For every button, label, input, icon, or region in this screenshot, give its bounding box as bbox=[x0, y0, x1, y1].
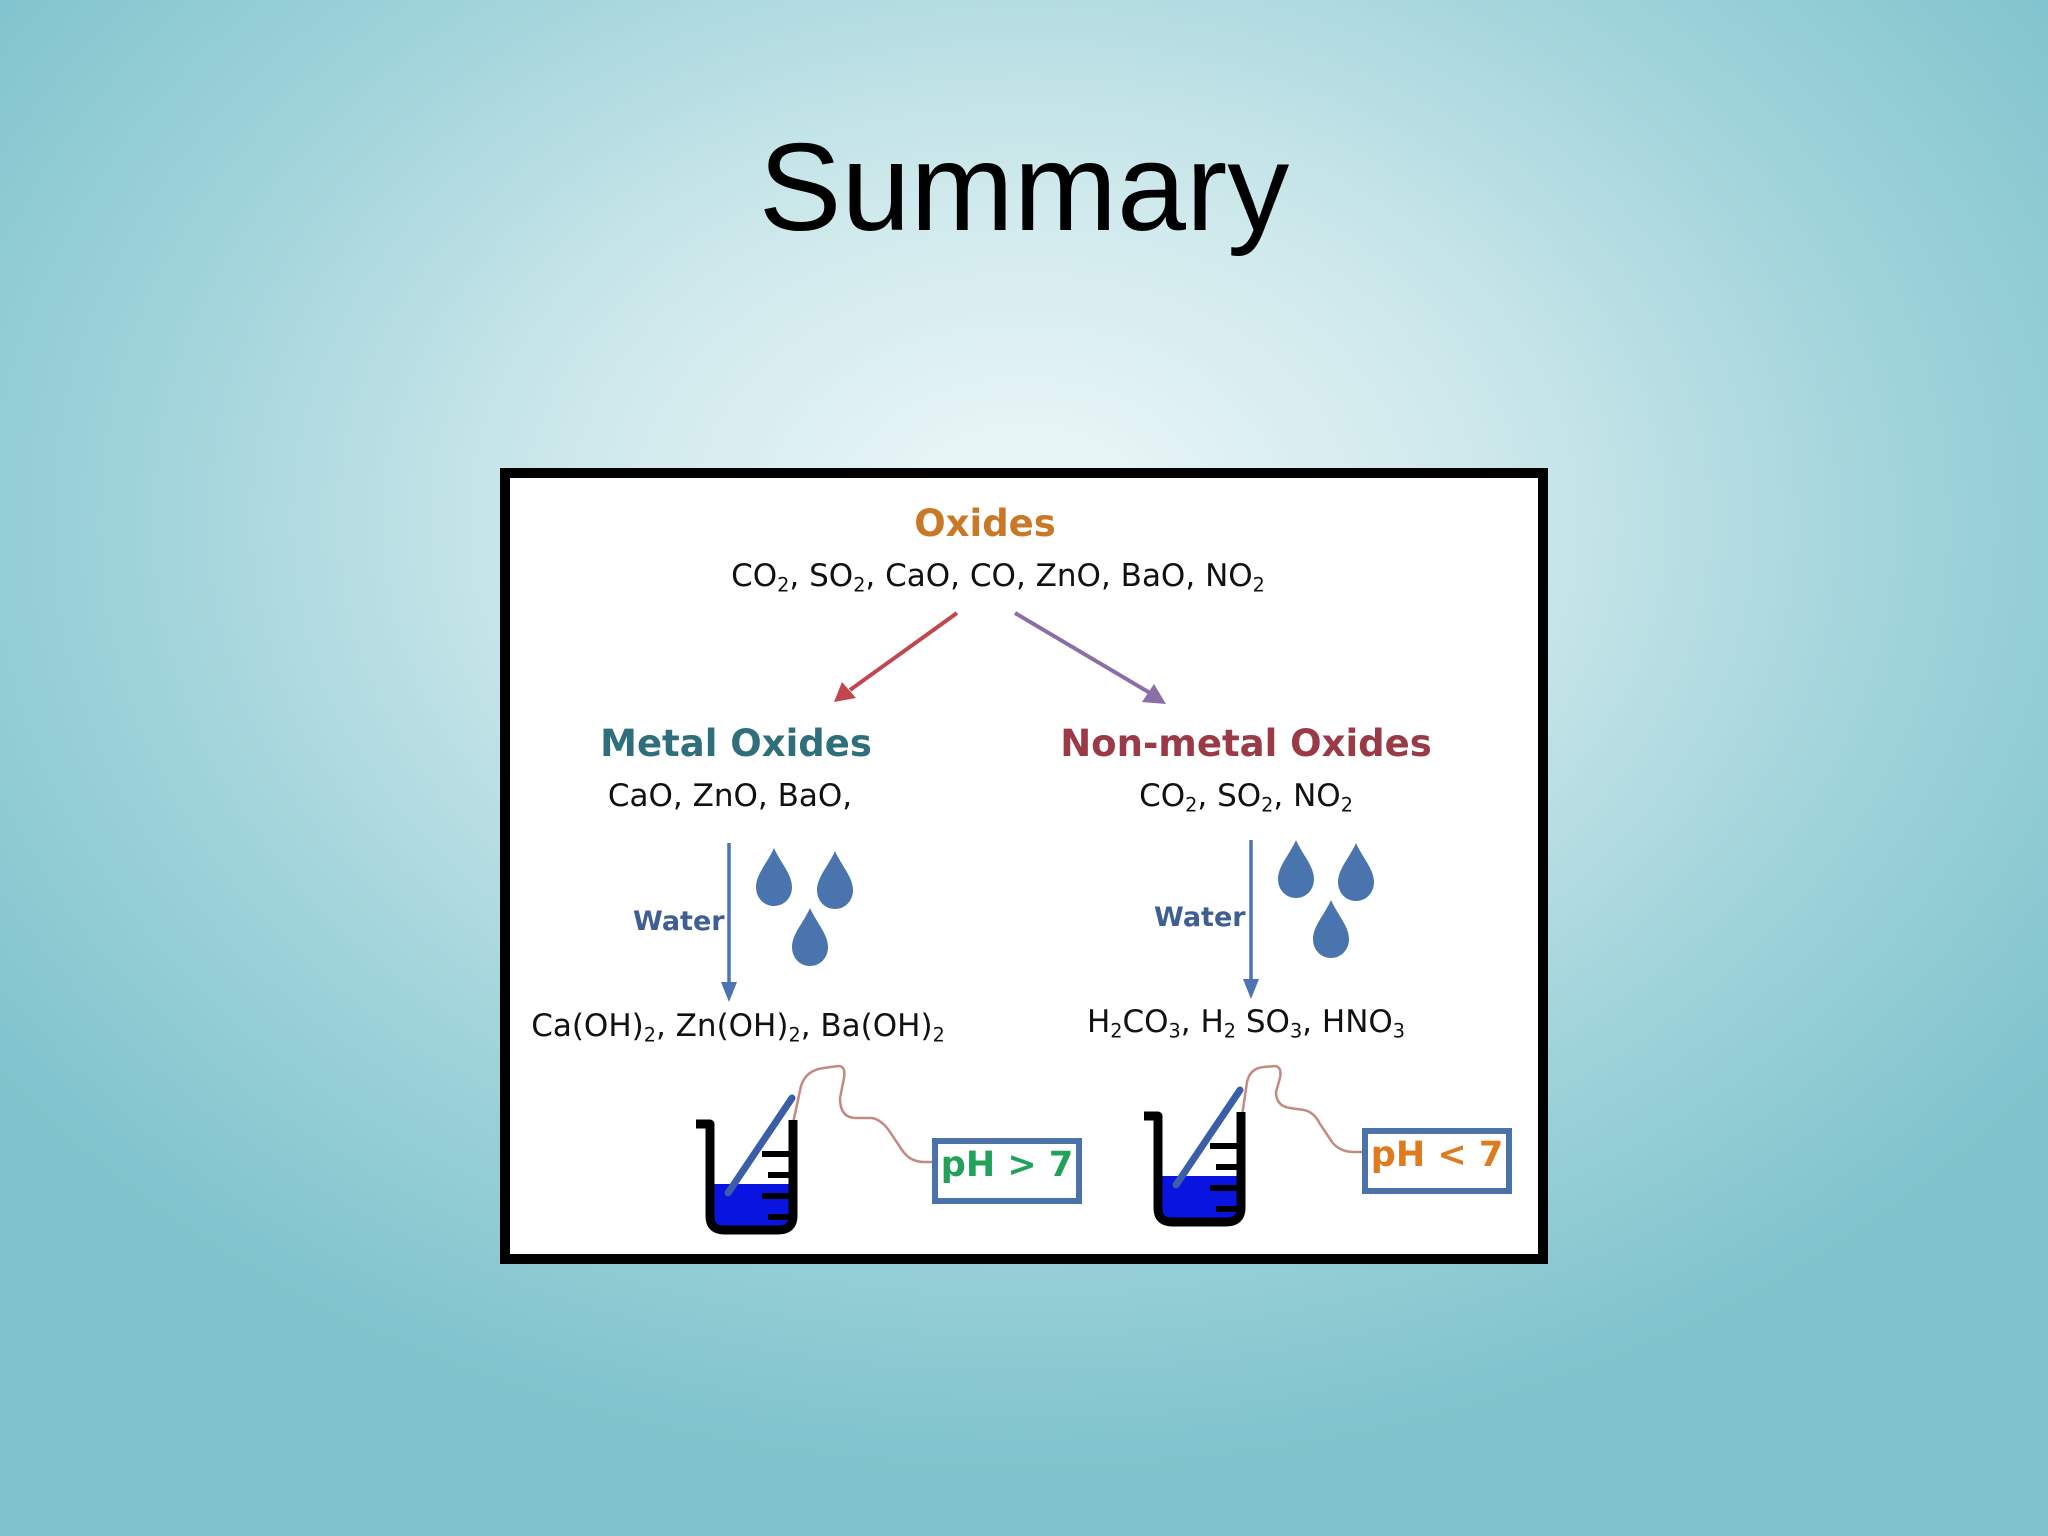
water-label-metal: Water bbox=[633, 906, 725, 937]
oxide-separator-4: , bbox=[1100, 558, 1121, 594]
water-drop-icon bbox=[792, 908, 828, 966]
oxide-separator-3: , bbox=[1015, 558, 1036, 594]
oxide-formula-4: ZnO bbox=[1035, 558, 1101, 594]
oxides-formula-list: CO2, SO2, CaO, CO, ZnO, BaO, NO2 bbox=[731, 558, 1265, 594]
oxide-formula-5: BaO bbox=[1120, 558, 1186, 594]
water-arrow-metal bbox=[721, 843, 737, 1002]
metal-oxides-examples: CaO, ZnO, BaO, bbox=[607, 778, 853, 814]
diagram-graphics bbox=[696, 611, 1374, 1235]
oxides-heading: Oxides bbox=[914, 502, 1056, 545]
nonmetal-oxides-heading: Non-metal Oxides bbox=[1060, 722, 1432, 765]
oxide-separator-5: , bbox=[1185, 558, 1206, 594]
oxyacid-formula-2: H bbox=[1200, 1004, 1224, 1040]
hydroxide-subscript-1: 2 bbox=[788, 1023, 801, 1047]
water-drop-icon bbox=[1338, 843, 1374, 901]
hydroxide-separator-0: , bbox=[655, 1008, 676, 1044]
diagram-frame: Oxides CO2, SO2, CaO, CO, ZnO, BaO, NO2 … bbox=[500, 468, 1548, 1264]
hydroxide-formula-2: Ba(OH) bbox=[820, 1008, 933, 1044]
nonmetal-example-subscript-0: 2 bbox=[1185, 793, 1198, 817]
oxyacid-subscript-0: 2 bbox=[1110, 1019, 1123, 1043]
oxide-formula-6: NO bbox=[1205, 558, 1253, 594]
beaker-icon-nonmetal bbox=[1144, 1086, 1246, 1227]
water-drop-icon bbox=[1278, 840, 1314, 898]
metal-oxides-heading: Metal Oxides bbox=[600, 722, 872, 765]
water-drop-icon bbox=[817, 851, 853, 909]
nonmetal-example-formula-2: NO bbox=[1293, 778, 1341, 814]
oxyacid-separator-3: , bbox=[1302, 1004, 1322, 1040]
hydroxide-subscript-2: 2 bbox=[932, 1023, 945, 1047]
nonmetal-example-subscript-2: 2 bbox=[1340, 793, 1353, 817]
water-droplets-metal bbox=[756, 848, 853, 966]
oxide-formula-0: CO bbox=[731, 558, 778, 594]
hydroxide-formula-1: Zn(OH) bbox=[675, 1008, 789, 1044]
oxide-subscript-6: 2 bbox=[1252, 573, 1265, 597]
nonmetal-example-subscript-1: 2 bbox=[1261, 793, 1274, 817]
nonmetal-example-separator-0: , bbox=[1197, 778, 1218, 814]
oxide-separator-2: , bbox=[950, 558, 970, 594]
nonmetal-oxides-examples: CO2, SO2, NO2 bbox=[1139, 778, 1353, 814]
oxyacid-formula-4: HNO bbox=[1321, 1004, 1393, 1040]
water-droplets-nonmetal bbox=[1278, 840, 1374, 958]
oxyacid-subscript-3: 3 bbox=[1289, 1019, 1303, 1043]
ph-greater-than-7-box: pH > 7 bbox=[932, 1138, 1082, 1204]
oxide-separator-0: , bbox=[789, 558, 810, 594]
oxyacids-formula-list: H2CO3, H2 SO3, HNO3 bbox=[1087, 1004, 1405, 1040]
oxide-formula-2: CaO bbox=[885, 558, 951, 594]
oxide-subscript-0: 2 bbox=[777, 573, 790, 597]
water-drop-icon bbox=[756, 848, 792, 906]
diagram-panel: Oxides CO2, SO2, CaO, CO, ZnO, BaO, NO2 … bbox=[510, 478, 1538, 1254]
oxyacid-subscript-4: 3 bbox=[1392, 1019, 1406, 1043]
oxyacid-subscript-1: 3 bbox=[1168, 1019, 1181, 1043]
ph-less-than-7-box: pH < 7 bbox=[1362, 1128, 1512, 1194]
nonmetal-example-formula-0: CO bbox=[1139, 778, 1186, 814]
slide-title: Summary bbox=[758, 119, 1290, 257]
probe-wire-metal bbox=[790, 1064, 932, 1164]
oxyacid-separator-2 bbox=[1236, 1004, 1246, 1040]
water-drop-icon bbox=[1313, 900, 1349, 958]
nonmetal-example-separator-1: , bbox=[1273, 778, 1294, 814]
hydroxide-separator-1: , bbox=[800, 1008, 821, 1044]
arrow-to-metal-oxides bbox=[834, 611, 959, 702]
probe-wire-nonmetal bbox=[1239, 1064, 1362, 1154]
hydroxide-subscript-0: 2 bbox=[643, 1023, 656, 1047]
nonmetal-example-formula-1: SO bbox=[1217, 778, 1262, 814]
hydroxide-formula-0: Ca(OH) bbox=[531, 1008, 644, 1044]
oxide-subscript-1: 2 bbox=[853, 573, 866, 597]
metal-hydroxides-formula-list: Ca(OH)2, Zn(OH)2, Ba(OH)2 bbox=[531, 1008, 945, 1044]
beaker-icon-metal bbox=[696, 1094, 798, 1235]
water-arrow-nonmetal bbox=[1243, 840, 1259, 999]
oxide-separator-1: , bbox=[865, 558, 886, 594]
oxyacid-formula-1: CO bbox=[1122, 1004, 1169, 1040]
water-label-nonmetal: Water bbox=[1154, 902, 1246, 933]
oxide-formula-1: SO bbox=[809, 558, 854, 594]
oxyacid-formula-0: H bbox=[1086, 1004, 1111, 1040]
oxyacid-formula-3: SO bbox=[1245, 1004, 1290, 1040]
oxyacid-subscript-2: 2 bbox=[1223, 1019, 1237, 1043]
oxyacid-separator-1: , bbox=[1180, 1004, 1201, 1040]
arrow-to-nonmetal-oxides bbox=[1013, 611, 1166, 704]
oxide-formula-3: CO bbox=[969, 558, 1016, 594]
